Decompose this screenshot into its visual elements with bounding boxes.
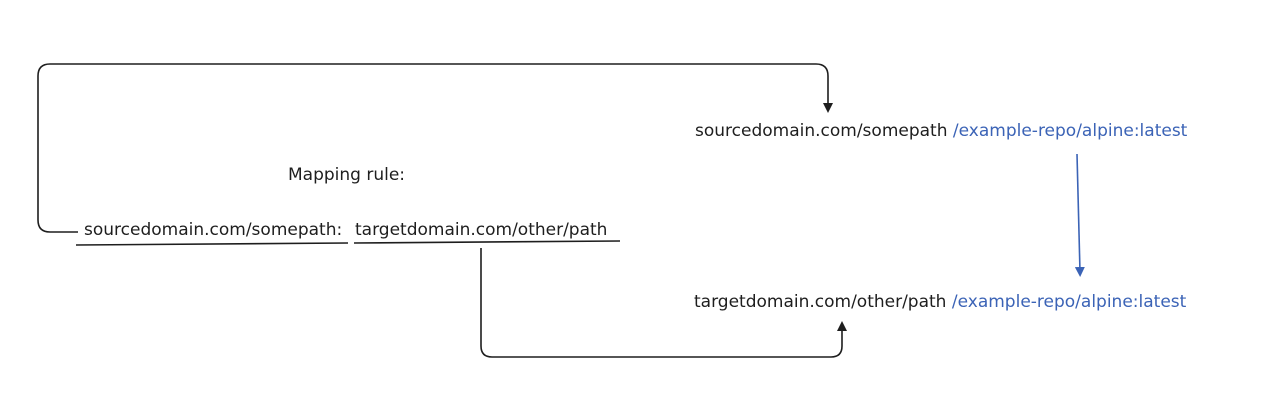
source-image-reference: sourcedomain.com/somepath /example-repo/…	[695, 120, 1187, 142]
target-image-reference: targetdomain.com/other/path /example-rep…	[694, 291, 1186, 313]
target-image-prefix: targetdomain.com/other/path	[694, 292, 947, 312]
rule-source-prefix: sourcedomain.com/somepath:	[84, 220, 343, 240]
rule-source-underline	[75, 242, 349, 246]
mapping-rule-heading: Mapping rule:	[288, 165, 406, 185]
target-image-repo: /example-repo/alpine:latest	[951, 292, 1187, 312]
source-image-prefix: sourcedomain.com/somepath	[695, 121, 948, 141]
rule-target-underline	[353, 240, 621, 244]
target-connector-arrow	[480, 248, 847, 358]
rule-target-prefix: targetdomain.com/other/path	[355, 220, 608, 240]
source-connector-arrow	[37, 63, 833, 233]
repo-mapping-arrow	[1074, 153, 1085, 277]
source-image-repo: /example-repo/alpine:latest	[952, 121, 1188, 141]
